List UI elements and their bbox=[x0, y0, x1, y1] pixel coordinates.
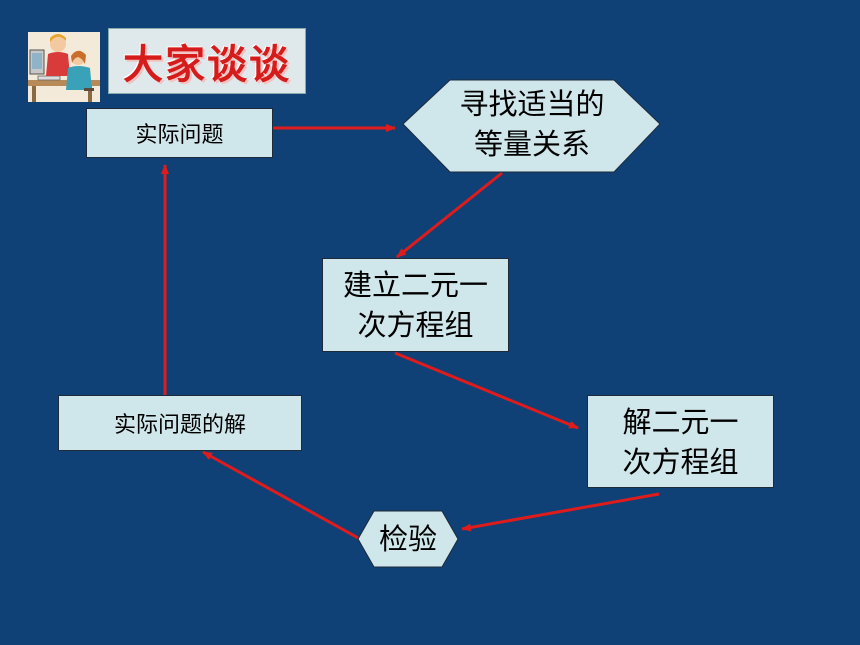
node-solve-equations: 解二元一 次方程组 bbox=[587, 395, 774, 488]
find-relation-hexagon bbox=[402, 79, 661, 173]
title-card: 大家谈谈 bbox=[108, 28, 306, 94]
arrow-solve-to-check bbox=[461, 492, 660, 532]
node-actual-solution-label: 实际问题的解 bbox=[113, 413, 246, 438]
check-hexagon bbox=[357, 510, 459, 568]
arrow-build-to-solve bbox=[394, 351, 579, 430]
node-actual-solution: 实际问题的解 bbox=[58, 395, 302, 451]
node-find-relation-label: 寻找适当的 等量关系 bbox=[450, 84, 614, 164]
people-at-computer-icon bbox=[28, 32, 100, 102]
build-line1: 建立二元一 bbox=[342, 268, 488, 302]
solve-line1: 解二元一 bbox=[622, 404, 739, 439]
solve-line2: 次方程组 bbox=[622, 444, 739, 479]
find-relation-line2: 等量关系 bbox=[473, 127, 590, 161]
arrow-check-to-solution bbox=[202, 450, 361, 541]
build-line2: 次方程组 bbox=[357, 308, 474, 342]
check-text: 检验 bbox=[378, 522, 437, 556]
find-relation-line1: 寻找适当的 bbox=[459, 87, 605, 121]
arrow-relation-to-build bbox=[396, 171, 503, 259]
node-check-label: 检验 bbox=[374, 519, 442, 559]
node-build-equations: 建立二元一 次方程组 bbox=[322, 258, 509, 352]
node-actual-problem-label: 实际问题 bbox=[135, 123, 224, 148]
node-actual-problem: 实际问题 bbox=[86, 108, 273, 158]
page-title: 大家谈谈 bbox=[123, 42, 291, 88]
